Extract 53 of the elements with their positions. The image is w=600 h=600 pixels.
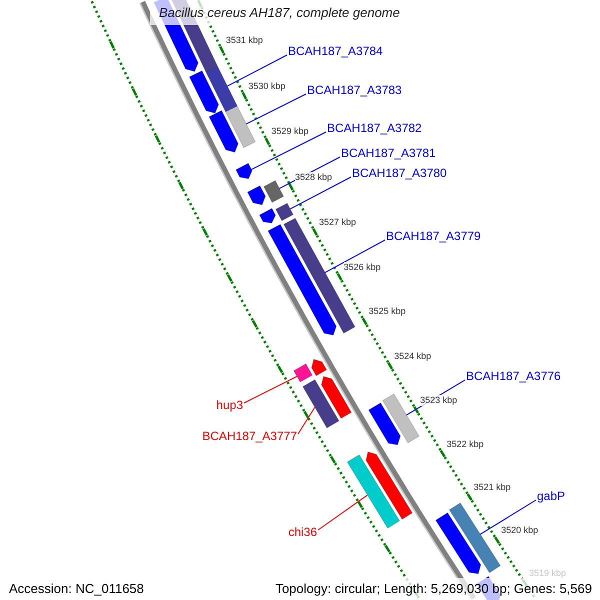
leader-line	[298, 406, 316, 434]
gene-feature	[321, 376, 352, 419]
scale-label: 3528 kbp	[294, 172, 332, 183]
scale-label: 3524 kbp	[394, 350, 432, 362]
gene-label: BCAH187_A3784	[288, 44, 383, 59]
gene-label: BCAH187_A3776	[466, 369, 561, 384]
gene-feature	[268, 224, 337, 336]
footer-text: Accession: NC_011658	[9, 581, 144, 597]
leader-line	[324, 240, 386, 274]
gene-feature	[366, 452, 413, 520]
gene-feature	[311, 358, 327, 376]
gene-bar	[293, 363, 313, 382]
scale-label: 3520 kbp	[501, 525, 538, 536]
gene-label: chi36	[288, 525, 317, 540]
gene-label: BCAH187_A3782	[327, 121, 422, 136]
gene-bar	[275, 202, 294, 222]
gene-label: gabP	[537, 489, 566, 504]
gene-bar	[448, 502, 501, 574]
gene-label: BCAH187_A3777	[202, 429, 297, 444]
leader-line	[226, 54, 288, 87]
gene-label: BCAH187_A3783	[307, 83, 402, 98]
gene-feature	[236, 162, 252, 180]
gene-bar	[302, 379, 340, 428]
gene-label: BCAH187_A3781	[341, 146, 436, 161]
leader-line	[244, 376, 298, 404]
gene-feature	[435, 512, 482, 574]
scale-label: 3530 kbp	[248, 80, 286, 92]
gene-bar	[382, 394, 420, 444]
gene-label: hup3	[216, 398, 243, 413]
leader-line	[318, 494, 368, 530]
leader-line	[290, 176, 352, 210]
leader-line	[480, 500, 536, 535]
gene-feature	[208, 110, 239, 153]
gene-bar	[225, 106, 256, 148]
scale-label: 3531 kbp	[226, 34, 263, 46]
gene-feature	[259, 208, 276, 224]
gene-label: BCAH187_A3780	[352, 166, 447, 181]
scale-label: 3523 kbp	[420, 394, 458, 406]
footer-text: Topology: circular; Length: 5,269,030 bp; Genes: 5,569	[275, 581, 592, 597]
leader-line	[251, 132, 326, 170]
gene-feature	[247, 185, 266, 206]
gene-bar	[346, 454, 400, 529]
gene-bar	[205, 66, 238, 112]
gene-bar	[263, 180, 284, 203]
scale-label: 3526 kbp	[344, 262, 381, 273]
gene-feature	[189, 70, 219, 114]
scale-label: 3521 kbp	[474, 482, 511, 494]
scale-label: 3529 kbp	[271, 126, 308, 138]
gene-label: BCAH187_A3779	[386, 229, 481, 244]
gene-feature	[368, 402, 401, 446]
scale-label: 3522 kbp	[446, 438, 484, 450]
scale-label: 3527 kbp	[319, 216, 356, 228]
scale-label: 3525 kbp	[368, 306, 406, 318]
